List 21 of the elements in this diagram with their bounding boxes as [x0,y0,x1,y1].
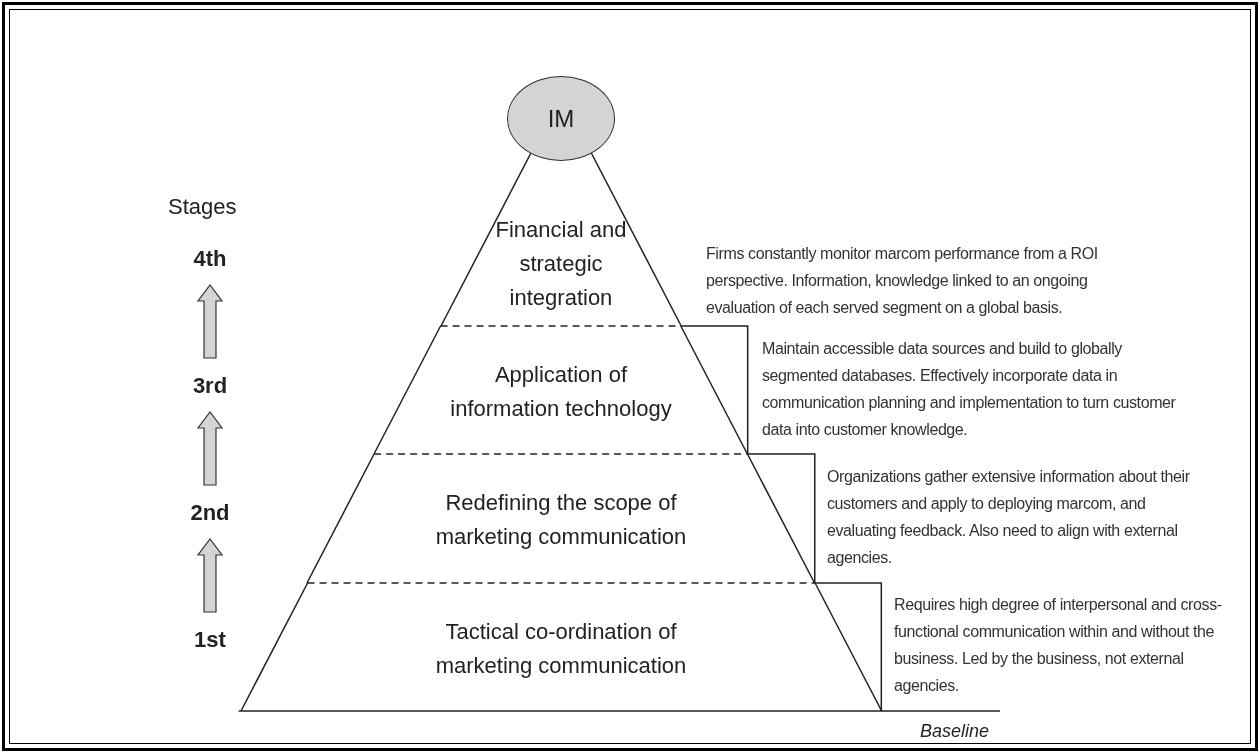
block-arrow [196,284,224,359]
block-arrow [196,538,224,613]
axis-title: Stages [168,193,237,221]
pyramid-tier [307,454,815,583]
tier-label: Tactical co-ordination of marketing communication [434,618,688,680]
description-text: Organizations gather extensive information about their customers and apply to deploying marcom, and evaluating feedback. Also need to align with external agencies. [827,467,1191,568]
description-text: Firms constantly monitor marcom performance from a ROI perspective. Information, knowledge linked to an ongoing evaluation of each served segment on a global basis. [706,244,1099,318]
tier-label: Application of information technology [449,361,673,423]
description-text: Requires high degree of interpersonal and cross-functional communication within and without the business. Led by the business, not external agencies. [894,595,1223,696]
stage-label: 1st [194,625,226,654]
ellipse-node: IM [507,76,615,161]
baseline-label: Baseline [920,720,990,743]
tier-label: Redefining the scope of marketing communication [434,489,688,551]
block-arrow [196,411,224,486]
pyramid-tier [240,583,882,711]
pyramid-tier [374,326,748,454]
stage-label: 4th [193,244,227,273]
stage-label: 2nd [190,498,230,527]
stage-label: 3rd [192,371,228,400]
tier-label: Financial and strategic integration [494,216,628,312]
description-text: Maintain accessible data sources and build to globally segmented databases. Effectively incorporate data in communication planning and implementation to turn customer data into customer knowledge. [762,339,1177,440]
